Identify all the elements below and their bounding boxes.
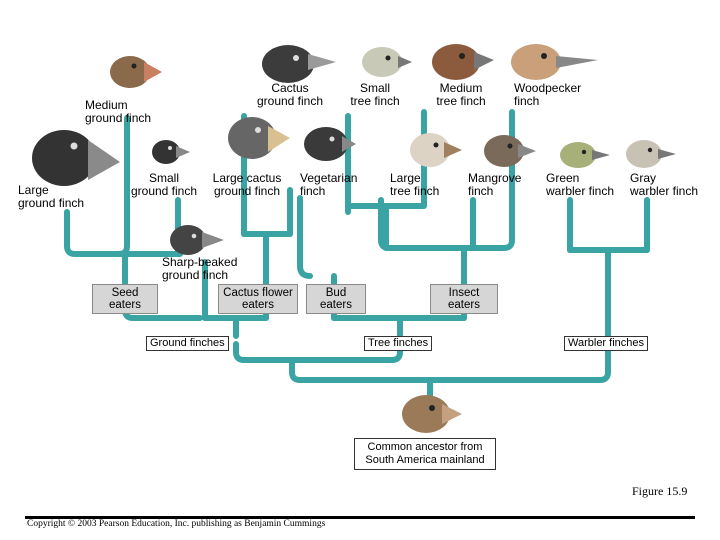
branch-vegetarian bbox=[297, 195, 313, 279]
box-seed-eaters: Seed eaters bbox=[92, 284, 158, 314]
footer-rule bbox=[25, 516, 695, 519]
small-tree-finch-icon bbox=[362, 47, 412, 77]
gray-warbler-finch-icon bbox=[626, 140, 676, 168]
label-large-ground-finch: Large ground finch bbox=[18, 183, 85, 210]
branch-ground-join bbox=[202, 315, 269, 339]
label-woodpecker-finch: Woodpecker finch bbox=[514, 81, 582, 108]
box-cactus-flower-eaters: Cactus flower eaters bbox=[218, 284, 298, 314]
label-green-warbler-finch: Green warbler finch bbox=[546, 171, 615, 198]
label-gray-warbler-finch: Gray warbler finch bbox=[630, 171, 699, 198]
vegetarian-finch-icon bbox=[304, 127, 356, 161]
label-cactus-ground-finch: Cactus ground finch bbox=[256, 81, 324, 108]
label-vegetarian-finch: Vegetarian finch bbox=[300, 171, 358, 198]
label-small-tree-finch: Small tree finch bbox=[350, 81, 400, 108]
large-tree-finch-icon bbox=[410, 133, 462, 167]
label-medium-ground-finch: Medium ground finch bbox=[85, 98, 152, 125]
label-sharp-beaked-ground-finch: Sharp-beaked ground finch bbox=[162, 255, 238, 282]
group-ground-finches: Ground finches bbox=[146, 336, 229, 351]
group-tree-finches: Tree finches bbox=[364, 336, 433, 351]
branch-all-join bbox=[289, 347, 611, 383]
label-mangrove-finch: Mangrove finch bbox=[468, 171, 522, 198]
label-large-cactus-ground-finch: Large cactus ground finch bbox=[212, 171, 282, 198]
copyright-notice: Copyright © 2003 Pearson Education, Inc.… bbox=[27, 519, 326, 529]
label-medium-tree-finch: Medium tree finch bbox=[436, 81, 486, 108]
figure-caption: Figure 15.9 bbox=[632, 484, 688, 498]
label-large-tree-finch: Large tree finch bbox=[390, 171, 440, 198]
branch-tree-join bbox=[331, 315, 467, 339]
common-ancestor-icon bbox=[402, 395, 462, 433]
branch-woodpecker bbox=[469, 109, 515, 251]
common-ancestor-label: Common ancestor from South America mainl… bbox=[354, 438, 496, 470]
branch-warbler-join bbox=[567, 247, 650, 339]
box-insect-eaters: Insect eaters bbox=[430, 284, 498, 314]
cactus-ground-finch-icon bbox=[262, 45, 336, 83]
box-bud-eaters: Bud eaters bbox=[306, 284, 366, 314]
branch-large-ground-finch bbox=[64, 209, 123, 257]
green-warbler-finch-icon bbox=[560, 142, 610, 168]
label-small-ground-finch: Small ground finch bbox=[130, 171, 198, 198]
woodpecker-finch-icon bbox=[511, 44, 598, 80]
medium-tree-finch-icon bbox=[432, 44, 494, 80]
group-warbler-finches: Warbler finches bbox=[564, 336, 649, 351]
large-cactus-ground-finch-icon bbox=[228, 117, 290, 159]
sharp-beaked-ground-finch-icon bbox=[170, 225, 224, 255]
medium-ground-finch-icon bbox=[110, 56, 162, 88]
large-ground-finch-icon bbox=[32, 130, 120, 186]
branch-ground-tree-join bbox=[233, 341, 403, 363]
small-ground-finch-icon bbox=[152, 140, 190, 164]
mangrove-finch-icon bbox=[484, 135, 536, 167]
